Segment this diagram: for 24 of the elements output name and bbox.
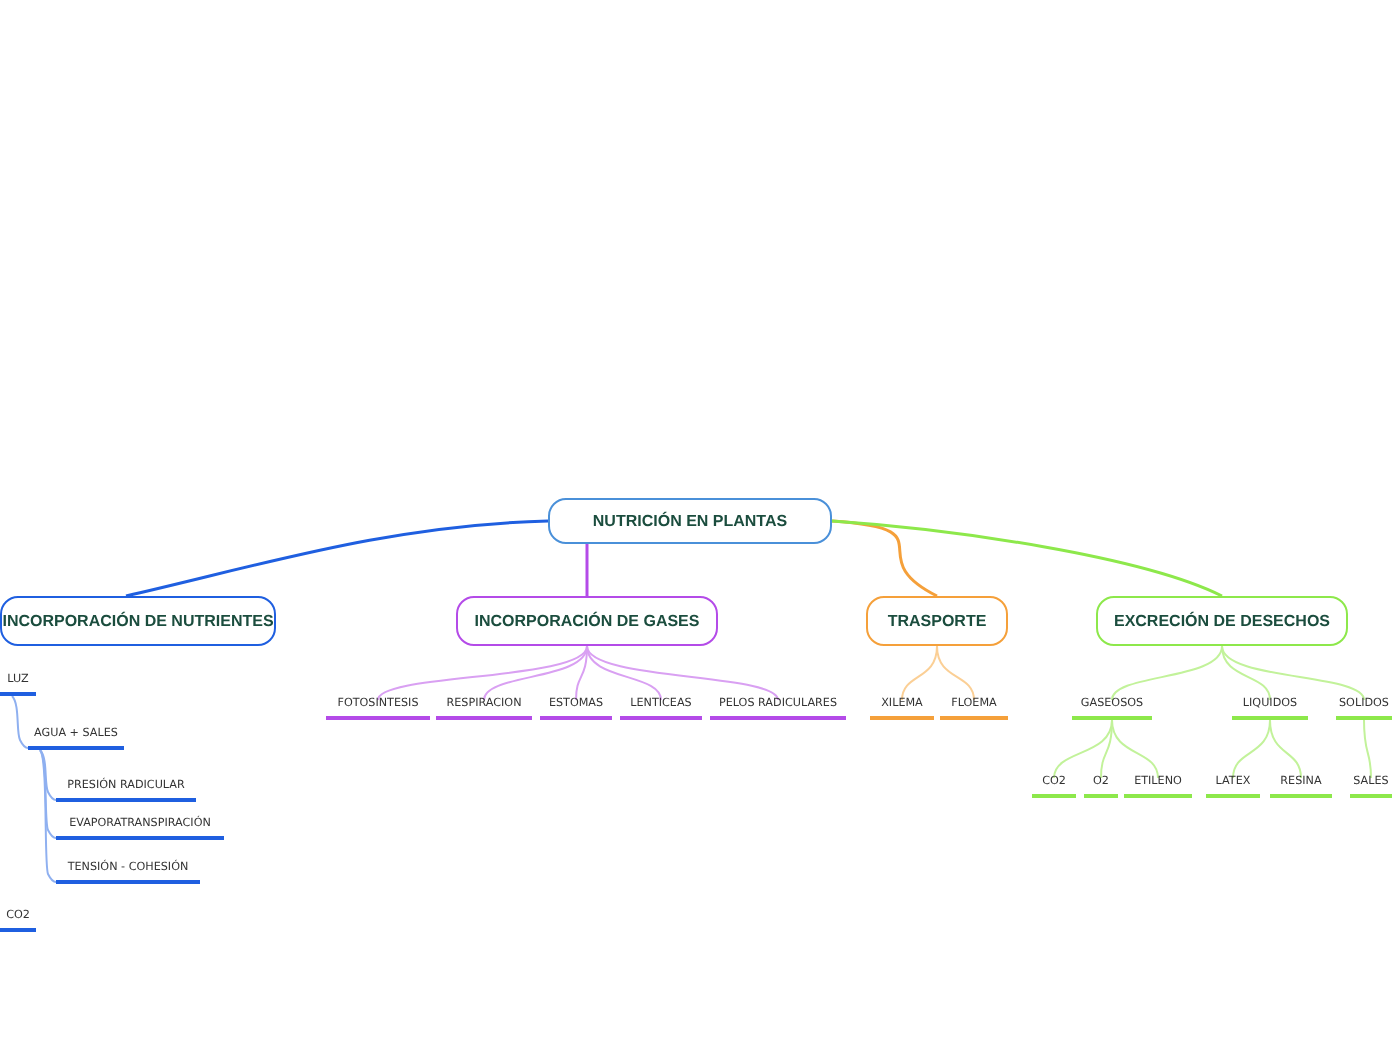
topic-box: INCORPORACIÓN DE GASES [456,596,718,646]
connector-line [39,749,57,801]
connector-line [483,645,588,701]
topic-box: EXCRECIÓN DE DESECHOS [1096,596,1348,646]
connector-line [377,645,588,701]
connector-line [1111,719,1159,779]
connector-line [39,749,57,839]
connector-line [586,645,779,701]
connector-line [585,544,589,596]
connector-line [1363,719,1372,779]
connector-line [586,645,662,701]
connector-line [1221,645,1271,701]
connector-line [831,519,1223,598]
connector-line [1221,645,1365,701]
connector-line [1053,719,1113,779]
connector-line [11,695,29,749]
connector-line [936,645,975,701]
topic-box: TRASPORTE [866,596,1008,646]
connector-line [1111,645,1223,701]
topic-box: NUTRICIÓN EN PLANTAS [548,498,832,544]
connector-line [39,749,57,883]
topic-box: INCORPORACIÓN DE NUTRIENTES [0,596,276,646]
connector-line [125,519,549,598]
connector-line [1269,719,1302,779]
